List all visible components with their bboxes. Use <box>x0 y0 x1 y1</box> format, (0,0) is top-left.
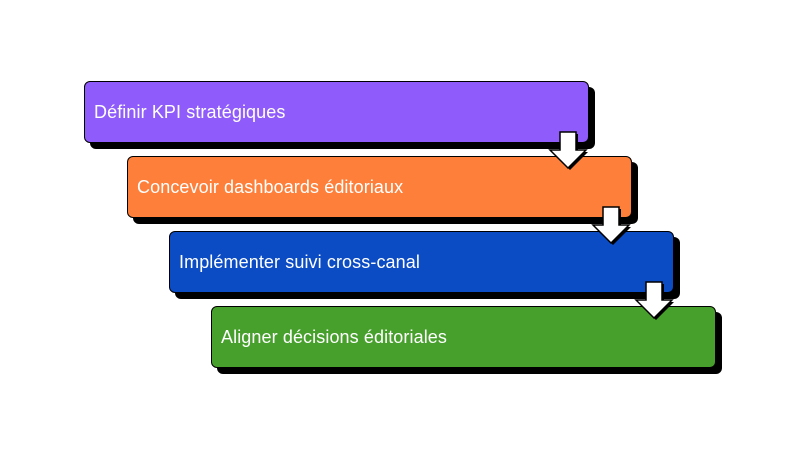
down-arrow-icon <box>591 206 631 245</box>
down-arrow-icon <box>634 281 674 320</box>
step-design-dashboards: Concevoir dashboards éditoriaux <box>127 156 632 218</box>
step-implement-tracking: Implémenter suivi cross-canal <box>169 231 674 293</box>
step-label: Concevoir dashboards éditoriaux <box>137 176 404 197</box>
step-label: Aligner décisions éditoriales <box>221 326 448 347</box>
step-label: Implémenter suivi cross-canal <box>179 251 420 272</box>
step-label: Définir KPI stratégiques <box>94 101 286 122</box>
step-define-kpi: Définir KPI stratégiques <box>84 81 589 143</box>
down-arrow-icon <box>548 131 588 170</box>
step-align-decisions: Aligner décisions éditoriales <box>211 306 716 368</box>
